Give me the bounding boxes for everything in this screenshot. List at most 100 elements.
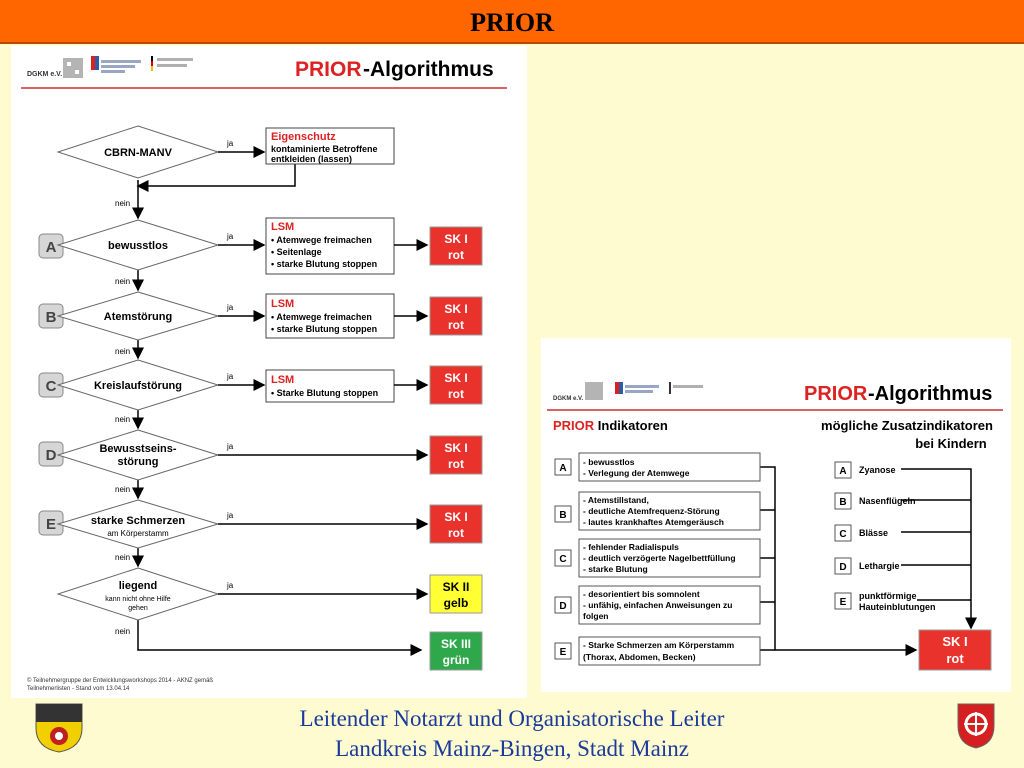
svg-text:- bewusstlos: - bewusstlos [583,457,635,467]
decision-b-atemstoerung: B Atemstörung [38,291,220,341]
svg-text:A: A [839,466,846,477]
no-label: nein [115,627,130,636]
category-sk1-a: SK I rot [429,226,483,266]
no-label: nein [115,415,130,424]
coat-of-arms-mainz [957,703,995,749]
category-sk1-e: SK I rot [429,504,483,544]
indicator-d: D - desorientiert bis somnolent - unfähi… [554,585,761,625]
svg-text:D: D [46,447,57,464]
coat-of-arms-mainz-bingen [35,703,83,753]
svg-text:- desorientiert bis somnolen: - desorientiert bis somnolent [583,589,700,599]
svg-text:rot: rot [448,526,464,540]
svg-text:gelb: gelb [444,596,469,610]
svg-text:- Starke Schmerzen am Körper: - Starke Schmerzen am Körperstamm [583,640,735,650]
no-label: nein [115,199,130,208]
title-bar: PRIOR [0,0,1024,44]
svg-text:(Thorax, Abdomen, Becken): (Thorax, Abdomen, Becken) [583,652,696,662]
svg-text:SK I: SK I [444,302,467,316]
svg-text:gehen: gehen [128,605,148,612]
svg-text:am Körperstamm: am Körperstamm [107,529,169,538]
indicators-subheading: PRIOR Indikatoren [553,418,668,433]
footnote: © Teilnehmergruppe der Entwicklungsworks… [27,677,213,684]
svg-text:SK III: SK III [441,637,471,651]
svg-text:punktförmige: punktförmige [859,591,917,601]
prior-flowchart: DGKM e.V. PRIOR -Algorithmus nein nein n… [21,56,507,692]
yes-label: ja [226,372,234,381]
svg-text:A: A [46,239,57,256]
action-box-lsm-a: LSM • Atemwege freimachen • Seitenlage •… [265,217,395,275]
svg-text:B: B [839,497,846,508]
yes-label: ja [226,303,234,312]
svg-text:starke Schmerzen: starke Schmerzen [91,515,185,527]
svg-text:E: E [560,647,567,658]
svg-text:• starke Blutung stoppen: • starke Blutung stoppen [271,259,377,269]
no-label: nein [115,553,130,562]
svg-text:- deutliche Atemfrequenz-Stö: - deutliche Atemfrequenz-Störung [583,506,720,516]
svg-text:Nasenflügeln: Nasenflügeln [859,496,916,506]
page-title: PRIOR [470,8,554,37]
decision-e-starke-schmerzen: E starke Schmerzen am Körperstamm [38,499,220,549]
svg-text:DGKM e.V.: DGKM e.V. [553,396,583,402]
svg-text:Lethargie: Lethargie [859,561,900,571]
footer-line-2: Landkreis Mainz-Bingen, Stadt Mainz [335,736,689,761]
child-indicator-a: A Zyanose [834,461,896,479]
svg-text:D: D [559,601,566,612]
svg-text:• starke Blutung stoppen: • starke Blutung stoppen [271,324,377,334]
logo-bbk [91,56,141,73]
indicators-heading-algorithmus: -Algorithmus [868,383,992,405]
svg-text:- lautes krankhaftes Atemger: - lautes krankhaftes Atemgeräusch [583,517,724,527]
action-box-lsm-c: LSM • Starke Blutung stoppen [265,369,395,403]
svg-text:entkleiden (lassen): entkleiden (lassen) [271,154,352,164]
svg-text:Hauteinblutungen: Hauteinblutungen [859,602,936,612]
child-indicator-e: E punktförmige Hauteinblutungen [834,591,936,612]
svg-text:rot: rot [448,387,464,401]
category-sk1-b: SK I rot [429,296,483,336]
svg-text:SK I: SK I [942,634,967,649]
svg-text:LSM: LSM [271,221,294,233]
indicator-b: B - Atemstillstand, - deutliche Atemfreq… [554,491,761,531]
svg-text:• Atemwege freimachen: • Atemwege freimachen [271,312,372,322]
svg-text:Eigenschutz: Eigenschutz [271,131,336,143]
svg-text:kontaminierte Betroffene: kontaminierte Betroffene [271,144,378,154]
yes-label: ja [226,232,234,241]
svg-text:B: B [46,309,57,326]
action-box-eigenschutz: Eigenschutz kontaminierte Betroffene ent… [265,127,395,165]
child-indicator-c: C Blässe [834,524,888,542]
footer-line-1: Leitender Notarzt und Organisatorische L… [299,706,725,731]
action-box-lsm-b: LSM • Atemwege freimachen • starke Blutu… [265,293,395,339]
svg-text:Atemstörung: Atemstörung [104,311,172,323]
svg-text:Blässe: Blässe [859,528,888,538]
no-label: nein [115,347,130,356]
svg-text:D: D [839,562,846,573]
svg-text:• Seitenlage: • Seitenlage [271,247,322,257]
category-sk1-d: SK I rot [429,435,483,475]
result-sk1: SK I rot [918,629,992,671]
svg-text:SK I: SK I [444,371,467,385]
svg-text:- Atemstillstand,: - Atemstillstand, [583,495,649,505]
footer: Leitender Notarzt und Organisatorische L… [0,700,1024,768]
svg-text:C: C [46,378,57,395]
svg-text:DGKM e.V.: DGKM e.V. [27,71,62,78]
indicator-c: C - fehlender Radialispuls - deutlich ve… [554,538,761,578]
svg-text:C: C [559,554,566,565]
svg-text:SK I: SK I [444,510,467,524]
svg-text:B: B [559,510,566,521]
no-label: nein [115,277,130,286]
svg-text:A: A [559,463,566,474]
svg-text:• Atemwege freimachen: • Atemwege freimachen [271,235,372,245]
decision-liegend: liegend kann nicht ohne Hilfe gehen [56,567,220,621]
svg-text:LSM: LSM [271,374,294,386]
svg-text:E: E [840,597,847,608]
svg-text:störung: störung [118,456,159,468]
svg-text:kann nicht ohne Hilfe: kann nicht ohne Hilfe [105,596,170,603]
indicators-heading-prior: PRIOR [804,383,868,405]
decision-cbrn-manv: CBRN-MANV [56,125,220,179]
right-panel: DGKM e.V. PRIOR -Algorithmus PRIOR Indik… [541,338,1011,692]
svg-text:• Starke Blutung stoppen: • Starke Blutung stoppen [271,388,378,398]
svg-text:bewusstlos: bewusstlos [108,240,168,252]
svg-text:- fehlender Radialispuls: - fehlender Radialispuls [583,542,679,552]
logo-dgkm: DGKM e.V. [27,58,83,78]
logo-dgkm-small: DGKM e.V. [553,382,703,402]
indicator-e: E - Starke Schmerzen am Körperstamm (Tho… [554,636,761,666]
svg-text:Kreislaufstörung: Kreislaufstörung [94,380,182,392]
